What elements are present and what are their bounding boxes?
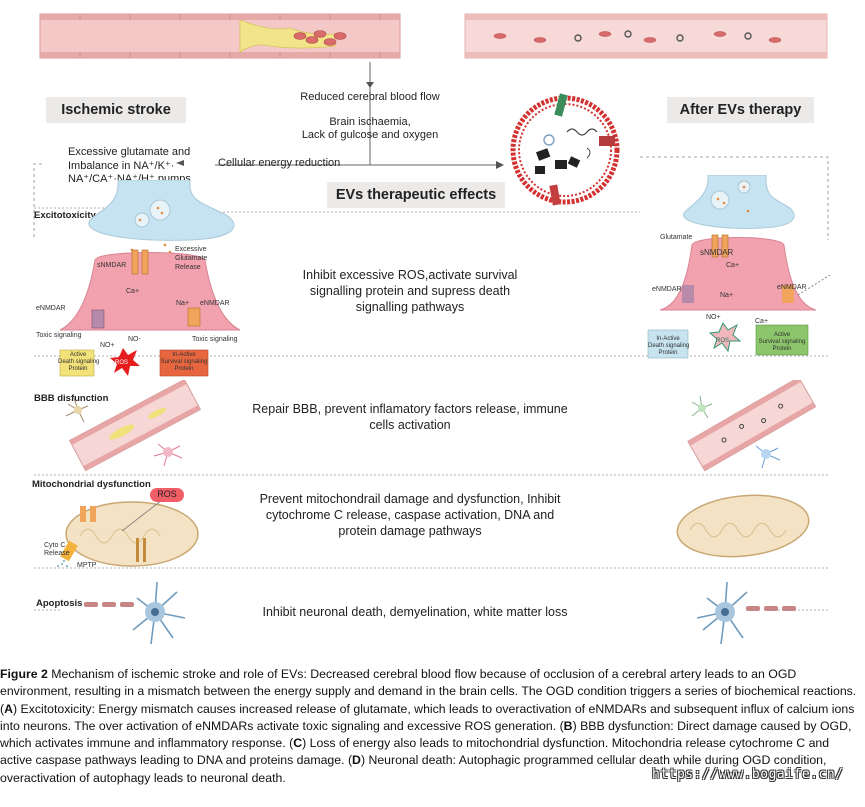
- section-title-bbb: BBB disfunction: [34, 393, 109, 404]
- caption-letter-b: B: [563, 718, 573, 733]
- caption-letter-c: C: [293, 736, 303, 751]
- left-inactive-surv-3: Protein: [174, 366, 194, 372]
- right-bbb-graphic: [687, 380, 817, 472]
- left-ros-bubble: [150, 488, 184, 502]
- figure-label: Figure 2: [0, 667, 48, 681]
- evs-effects-banner: EVs therapeutic effects: [327, 182, 505, 208]
- left-active-death-3: Protein: [68, 366, 88, 372]
- caption-intro: Mechanism of ischemic stroke and role of…: [0, 667, 857, 716]
- right-inactive-death-3: Protein: [658, 350, 678, 356]
- left-ros-mito-label: ROS: [157, 489, 177, 499]
- left-enmdar-l: eNMDAR: [36, 305, 66, 312]
- flow-arrows: [33, 62, 829, 240]
- left-toxic-r: Toxic signaling: [192, 336, 238, 343]
- plaque-shape: [239, 19, 336, 53]
- left-snmdar-label: sNMDAR: [97, 262, 127, 269]
- effect-mitochondrial: Prevent mitochondrail damage and dysfunc…: [259, 492, 561, 538]
- effect-bbb: Repair BBB, prevent inflamatory factors …: [252, 402, 568, 432]
- left-synapse-graphic: [59, 180, 241, 377]
- after-evs-banner: After EVs therapy: [667, 97, 814, 123]
- right-active-surv-2: Survival signaling: [758, 339, 806, 345]
- recovered-vessel: [464, 13, 828, 59]
- ischaemia-label: Brain ischaemia,: [329, 116, 411, 128]
- left-toxic-l: Toxic signaling: [36, 332, 82, 339]
- right-enmdar-l: eNMDAR: [652, 286, 682, 293]
- ischemic-stroke-banner: Ischemic stroke: [46, 97, 186, 123]
- right-synapse-graphic: [647, 175, 831, 359]
- lack-glucose-label: Lack of gulcose and oxygen: [301, 129, 439, 141]
- glutamate-line-2: Imbalance in NA⁺/K⁺·: [68, 160, 175, 172]
- caption-letter-a: A: [4, 701, 13, 716]
- left-bbb-graphic: [65, 380, 202, 472]
- left-excessive-3: Release: [175, 264, 201, 271]
- caption-part-b: ) BBB dysfunction: Direct damage caused …: [0, 718, 852, 751]
- figure-caption: Figure 2 Mechanism of ischemic stroke an…: [0, 666, 862, 787]
- left-inactive-surv-1: In-Active: [172, 352, 196, 358]
- section-title-mitochondrial: Mitochondrial dysfunction: [32, 479, 151, 490]
- left-mitochondria-graphic: [57, 499, 199, 567]
- watermark: https://www.bogaife.cn/: [652, 767, 844, 782]
- caption-part-d: ) Neuronal death: Autophagic programmed …: [0, 753, 827, 785]
- right-no-plus-label: NO+: [706, 314, 721, 321]
- left-enmdar-r: eNMDAR: [200, 300, 230, 307]
- occluded-vessel: [39, 13, 401, 59]
- left-ros-star-label: ROS: [115, 360, 129, 366]
- left-cyto-2: Release: [44, 550, 70, 557]
- left-ca-label: Ca+: [126, 288, 140, 295]
- left-excessive-2: Glutamate: [175, 255, 208, 262]
- right-active-surv-3: Protein: [772, 346, 792, 352]
- energy-reduction-label: Cellular energy reduction: [218, 157, 341, 169]
- left-excessive-1: Excessive: [175, 246, 207, 253]
- left-inactive-surv-2: Survival signaling: [160, 359, 208, 365]
- right-ca-label: Ca+: [726, 262, 740, 269]
- effect-apoptosis: Inhibit neuronal death, demyelination, w…: [262, 605, 568, 619]
- extracellular-vesicle-graphic: [510, 93, 620, 206]
- left-na-label: Na+: [176, 300, 190, 307]
- left-active-death-2: Death signaling: [58, 359, 100, 365]
- right-ca2-label: Ca+: [755, 318, 769, 325]
- right-na-label: Na+: [720, 292, 734, 299]
- right-inactive-death-2: Death signaling: [648, 343, 690, 349]
- caption-part-a: ) Excitotoxicity: Energy mismatch causes…: [0, 701, 855, 733]
- section-title-apoptosis: Apoptosis: [36, 598, 83, 609]
- section-title-excitotoxicity: Excitotoxicity: [34, 210, 96, 221]
- right-neuron-graphic: [696, 581, 796, 645]
- right-inactive-death-1: In-Active: [656, 336, 680, 342]
- right-ros-label: ROS: [716, 338, 730, 344]
- left-no-minus-label: NO-: [128, 336, 141, 343]
- left-active-death-1: Active: [69, 352, 87, 358]
- left-neuron-graphic: [84, 581, 186, 645]
- top-vessels-graphic: [39, 13, 828, 59]
- left-cyto-1: Cyto C: [44, 542, 66, 549]
- right-mitochondria-graphic: [676, 494, 810, 558]
- right-active-surv-1: Active: [773, 332, 791, 338]
- glutamate-line-1: Excessive glutamate and: [68, 146, 191, 158]
- reduced-flow-label: Reduced cerebral blood flow: [300, 91, 440, 103]
- caption-part-c: ) Loss of energy also leads to mitochond…: [0, 736, 830, 768]
- right-glutamate-label: Glutamate: [660, 234, 693, 241]
- right-snmdar-label: sNMDAR: [700, 248, 734, 257]
- clot-cells: [293, 30, 347, 46]
- right-enmdar-r: eNMDAR: [777, 284, 807, 291]
- caption-letter-d: D: [352, 753, 361, 768]
- left-no-plus-label: NO+: [100, 342, 115, 349]
- left-mptp-label: MPTP: [77, 562, 97, 569]
- effect-excitotoxicity: Inhibit excessive ROS,activate survival …: [302, 268, 518, 314]
